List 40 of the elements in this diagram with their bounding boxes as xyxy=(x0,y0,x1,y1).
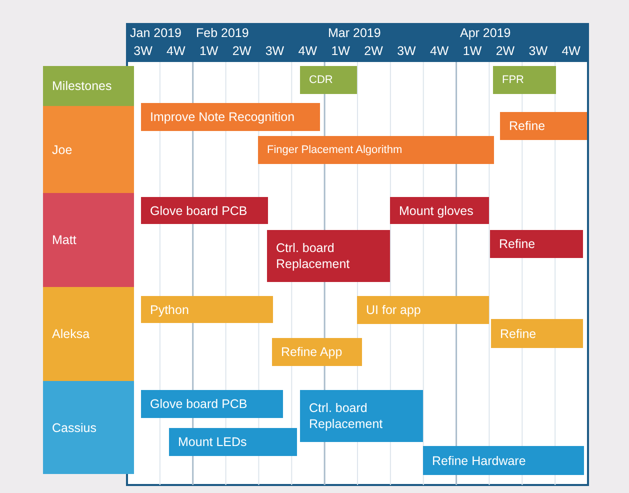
week-label: 4W xyxy=(430,44,449,58)
week-label: 2W xyxy=(496,44,515,58)
month-label: Apr 2019 xyxy=(460,26,511,40)
week-label: 4W xyxy=(166,44,186,58)
task-bar: Mount LEDs xyxy=(169,428,297,456)
task-bar: Python xyxy=(141,296,273,323)
milestone-bar: CDR xyxy=(300,66,357,94)
milestone-bar: FPR xyxy=(493,66,556,94)
week-label: 1W xyxy=(462,44,482,58)
row-label-box: Milestones xyxy=(43,66,134,106)
week-label: 3W xyxy=(265,44,284,58)
task-bar: Refine xyxy=(500,112,587,140)
week-label: 2W xyxy=(364,44,383,58)
month-label: Mar 2019 xyxy=(328,26,381,40)
row-label-box: Matt xyxy=(43,193,134,287)
row-label-box: Joe xyxy=(43,106,134,193)
week-label: 4W xyxy=(298,44,318,58)
month-label: Feb 2019 xyxy=(196,26,249,40)
row-label-box: Aleksa xyxy=(43,287,134,381)
task-bar: Refine Hardware xyxy=(423,446,584,475)
task-bar: UI for app xyxy=(357,296,489,324)
task-bar: Refine xyxy=(491,319,583,348)
task-bar: Refine App xyxy=(272,338,362,366)
week-label: 1W xyxy=(331,44,350,58)
task-bar: Improve Note Recognition xyxy=(141,103,320,131)
month-label: Jan 2019 xyxy=(130,26,182,40)
task-bar: Ctrl. board Replacement xyxy=(300,390,423,442)
task-bar: Mount gloves xyxy=(390,197,489,224)
week-label: 1W xyxy=(199,44,218,58)
task-bar: Ctrl. board Replacement xyxy=(267,230,390,282)
week-label: 4W xyxy=(562,44,580,58)
week-label: 3W xyxy=(134,44,152,58)
week-label: 3W xyxy=(528,44,548,58)
week-label: 2W xyxy=(232,44,252,58)
task-bar: Glove board PCB xyxy=(141,390,283,418)
task-bar: Glove board PCB xyxy=(141,197,268,224)
row-label-box: Cassius xyxy=(43,381,134,474)
task-bar: Refine xyxy=(490,230,583,258)
week-label: 3W xyxy=(397,44,416,58)
task-bar: Finger Placement Algorithm xyxy=(258,136,494,164)
